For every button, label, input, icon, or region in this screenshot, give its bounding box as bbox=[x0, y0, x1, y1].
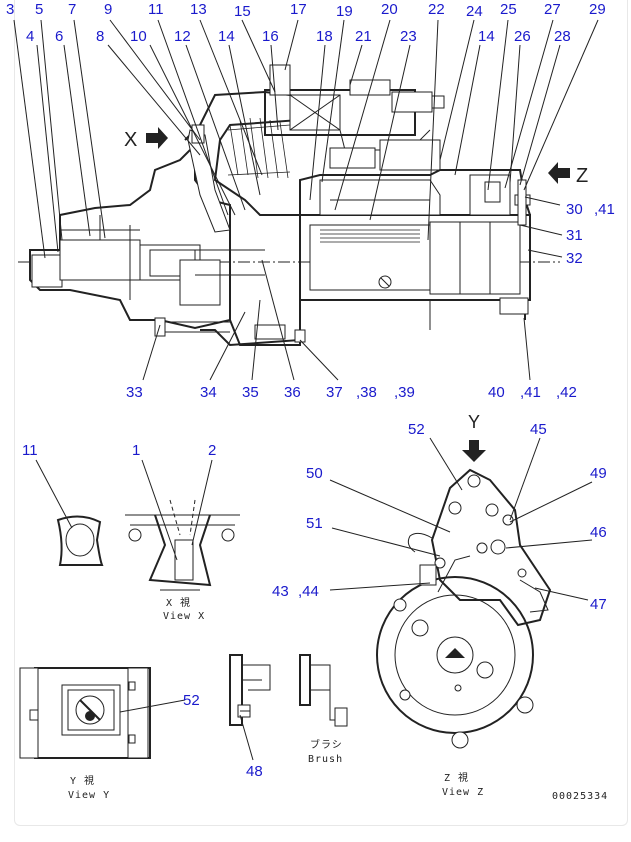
callout-11: 11 bbox=[148, 1, 164, 18]
callout-15: 15 bbox=[234, 3, 251, 20]
callout-35: 35 bbox=[242, 384, 259, 401]
view-x-caption-en: View X bbox=[163, 611, 205, 622]
callout-22: 22 bbox=[428, 1, 445, 18]
callout-19: 19 bbox=[336, 3, 353, 20]
callout-42: ,42 bbox=[556, 384, 577, 401]
view-z-mark: Z bbox=[576, 165, 588, 187]
view-x-detail bbox=[125, 459, 240, 591]
callout-11-detail: 11 bbox=[22, 442, 38, 459]
callout-24: 24 bbox=[466, 3, 483, 20]
callout-17: 17 bbox=[290, 1, 307, 18]
callout-30: 30 bbox=[566, 201, 583, 218]
callout-38: ,38 bbox=[356, 384, 377, 401]
callout-46: 46 bbox=[590, 524, 607, 541]
drawing-number: 00025334 bbox=[552, 791, 608, 802]
callout-5: 5 bbox=[35, 1, 43, 18]
view-y-detail bbox=[19, 667, 186, 759]
callout-51: 51 bbox=[306, 515, 323, 532]
callout-13: 13 bbox=[190, 1, 207, 18]
callout-28: 28 bbox=[554, 28, 571, 45]
callout-16: 16 bbox=[262, 28, 279, 45]
view-y-mark: Y bbox=[468, 412, 480, 432]
view-captions: X 視 View X Y 視 View Y ブラシ Brush Z 視 View… bbox=[68, 596, 608, 802]
view-z-leaders bbox=[329, 437, 593, 601]
view-z-caption-jp: Z 視 bbox=[444, 771, 469, 784]
callout-10: 10 bbox=[130, 28, 147, 45]
callout-8: 8 bbox=[96, 28, 104, 45]
view-y-caption-en: View Y bbox=[68, 790, 110, 801]
callout-43: 43 bbox=[272, 583, 289, 600]
view-marks: X Z Y bbox=[124, 129, 588, 432]
callout-21: 21 bbox=[355, 28, 372, 45]
callout-47: 47 bbox=[590, 596, 607, 613]
callout-29: 29 bbox=[589, 1, 606, 18]
view-z-detail bbox=[376, 440, 552, 749]
callout-37: 37 bbox=[326, 384, 343, 401]
drawing-frame bbox=[14, 0, 628, 826]
callout-20: 20 bbox=[381, 1, 398, 18]
detail-11 bbox=[35, 459, 104, 566]
brush-caption-en: Brush bbox=[308, 754, 343, 765]
callout-44: ,44 bbox=[298, 583, 319, 600]
callout-1: 1 bbox=[132, 442, 140, 459]
callout-23: 23 bbox=[400, 28, 417, 45]
callout-9: 9 bbox=[104, 1, 112, 18]
callout-36: 36 bbox=[284, 384, 301, 401]
callout-40: 40 bbox=[488, 384, 505, 401]
view-x-caption-jp: X 視 bbox=[166, 596, 191, 609]
callout-39: ,39 bbox=[394, 384, 415, 401]
callout-26: 26 bbox=[514, 28, 531, 45]
callout-2: 2 bbox=[208, 442, 216, 459]
callout-labels: 3 5 7 9 11 13 15 17 19 20 22 24 25 27 29… bbox=[6, 1, 615, 780]
callout-52-z: 52 bbox=[408, 421, 425, 438]
callout-33: 33 bbox=[126, 384, 143, 401]
callout-12: 12 bbox=[174, 28, 191, 45]
callout-25: 25 bbox=[500, 1, 517, 18]
view-z-caption-en: View Z bbox=[442, 787, 484, 798]
starter-section-view bbox=[18, 64, 570, 347]
callout-7: 7 bbox=[68, 1, 76, 18]
callout-27: 27 bbox=[544, 1, 561, 18]
brush-caption-jp: ブラシ bbox=[310, 738, 343, 751]
callout-30-41: ,41 bbox=[594, 201, 615, 218]
callout-31: 31 bbox=[566, 227, 583, 244]
callout-49: 49 bbox=[590, 465, 607, 482]
callout-34: 34 bbox=[200, 384, 217, 401]
callout-52-y: 52 bbox=[183, 692, 200, 709]
view-x-mark: X bbox=[124, 129, 137, 151]
callout-3: 3 bbox=[6, 1, 14, 18]
callout-45: 45 bbox=[530, 421, 547, 438]
callout-6: 6 bbox=[55, 28, 63, 45]
callout-41: ,41 bbox=[520, 384, 541, 401]
callout-18: 18 bbox=[316, 28, 333, 45]
callout-32: 32 bbox=[566, 250, 583, 267]
main-view-leaders bbox=[13, 19, 599, 381]
brush-detail bbox=[229, 654, 348, 761]
callout-50: 50 bbox=[306, 465, 323, 482]
callout-4: 4 bbox=[26, 28, 34, 45]
callout-48: 48 bbox=[246, 763, 263, 780]
callout-14-right: 14 bbox=[478, 28, 495, 45]
view-y-caption-jp: Y 視 bbox=[70, 774, 95, 787]
callout-14-top: 14 bbox=[218, 28, 235, 45]
